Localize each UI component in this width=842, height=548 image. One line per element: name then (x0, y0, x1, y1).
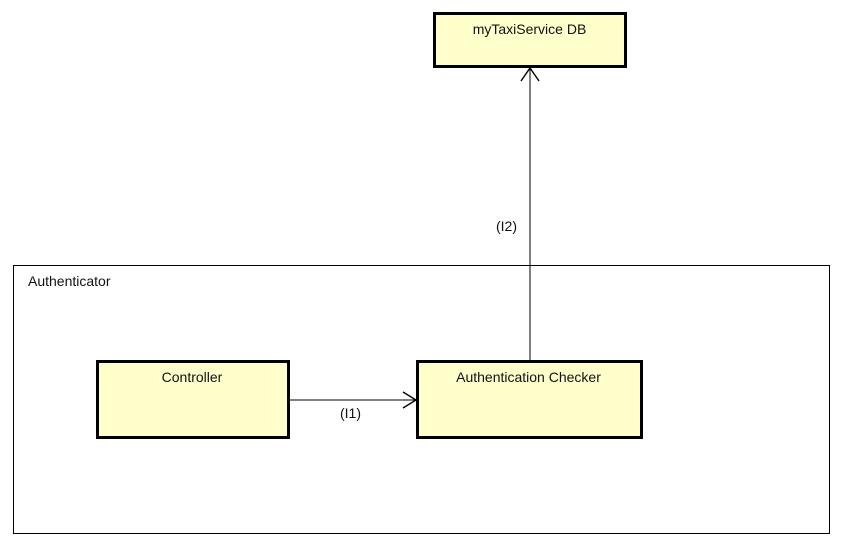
authentication-checker-label: Authentication Checker (456, 369, 601, 385)
interface-i1-label: (I1) (340, 405, 361, 421)
interface-i2-label: (I2) (496, 218, 517, 234)
mytaxiservice-db-label: myTaxiService DB (472, 21, 587, 37)
controller-box (96, 360, 290, 439)
authenticator-label: Authenticator (28, 273, 111, 289)
controller-label: Controller (161, 369, 223, 385)
mytaxiservice-db-box (433, 12, 627, 68)
authentication-checker-box (416, 360, 643, 439)
arrowhead-db-icon (520, 66, 540, 82)
arrowhead-checker-icon (402, 391, 418, 409)
